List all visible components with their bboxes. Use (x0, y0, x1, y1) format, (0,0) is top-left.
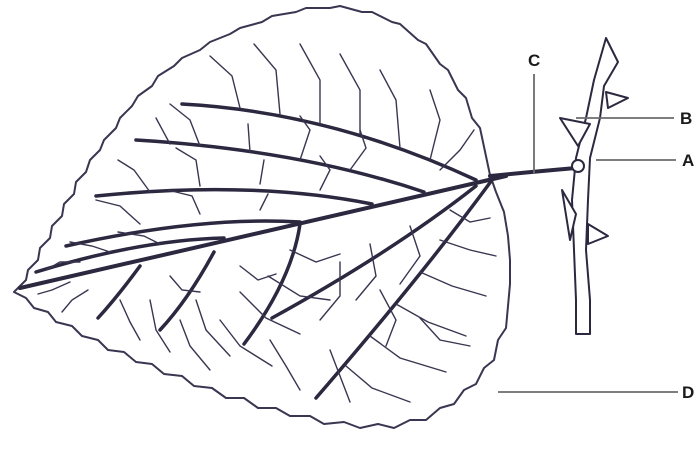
label-d: D (682, 383, 694, 402)
primary-veins-upper (36, 104, 476, 272)
leaf-icon (14, 6, 510, 428)
label-a: A (682, 151, 694, 170)
label-c: C (528, 51, 540, 70)
leaf-midrib (20, 176, 506, 288)
petiole (490, 168, 576, 176)
primary-veins-lower (98, 180, 492, 398)
label-b: B (680, 109, 692, 128)
twig-bud-upper (606, 92, 628, 108)
twig-stem (572, 38, 618, 334)
leaf-scar (572, 160, 584, 172)
twig-side-shoot-right (588, 224, 608, 244)
twig-icon (560, 38, 628, 334)
